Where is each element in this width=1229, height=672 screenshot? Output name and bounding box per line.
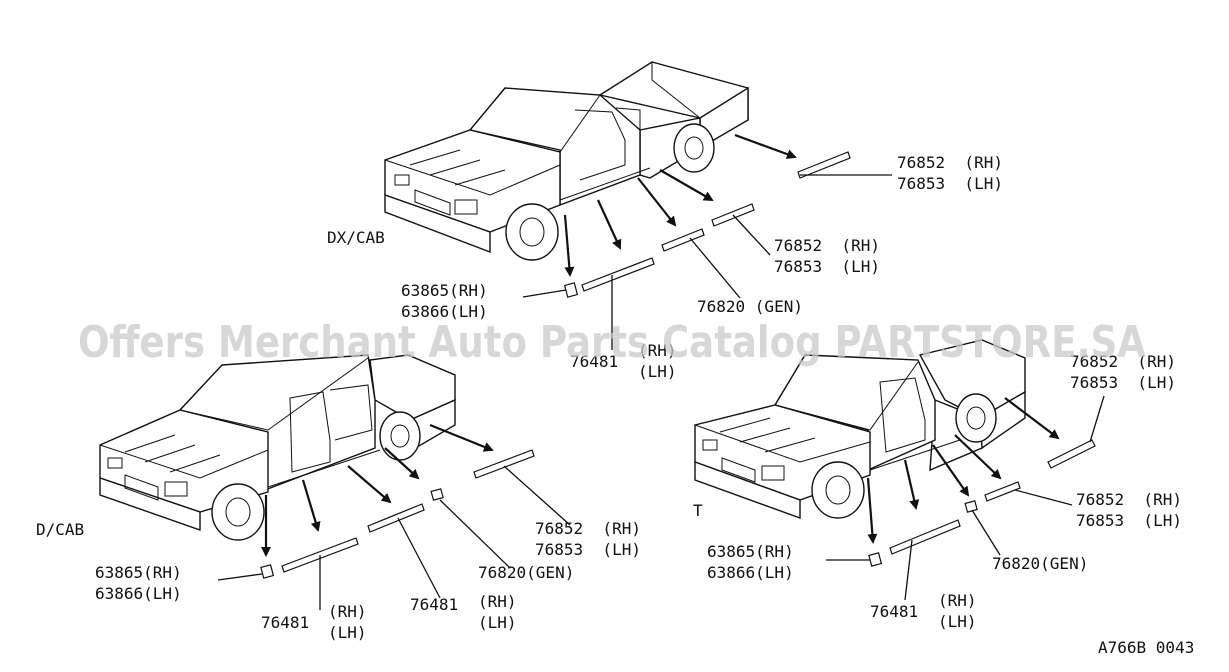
t-callouts	[826, 395, 1105, 601]
dx-cab-callouts	[522, 133, 892, 350]
t-mid-lh-label: 76853 (LH)	[1076, 511, 1182, 530]
dx-mid-rh-label: 76852 (RH)	[774, 236, 880, 255]
t-front-lh-label: (LH)	[938, 612, 977, 631]
variant-label-dx-cab: DX/CAB	[327, 228, 385, 247]
dcab-front-rh-label: (RH)	[328, 602, 367, 621]
dx-rear-lh-label: 76853 (LH)	[897, 174, 1003, 193]
dcab-clip-rh-label: 63865(RH)	[95, 563, 182, 582]
dx-mid-lh-label: 76853 (LH)	[774, 257, 880, 276]
t-gen-label: 76820(GEN)	[992, 554, 1088, 573]
truck-d-cab	[99, 354, 456, 541]
dx-clip-lh-label: 63866(LH)	[401, 302, 488, 321]
dx-front-num-label: 76481	[570, 352, 618, 371]
dcab-clip-lh-label: 63866(LH)	[95, 584, 182, 603]
t-clip-rh-label: 63865(RH)	[707, 542, 794, 561]
dcab-front-num-label: 76481	[261, 613, 309, 632]
variant-label-d-cab: D/CAB	[36, 520, 84, 539]
d-cab-callouts	[217, 423, 571, 610]
dcab-mid-lh-label: (LH)	[478, 613, 517, 632]
dx-front-lh-label: (LH)	[638, 362, 677, 381]
truck-dx-cab	[384, 61, 749, 261]
dcab-front-lh-label: (LH)	[328, 623, 367, 642]
t-front-num-label: 76481	[870, 602, 918, 621]
dx-gen-label: 76820 (GEN)	[697, 297, 803, 316]
molding-rear-part	[797, 151, 851, 179]
t-top-lh-label: 76853 (LH)	[1070, 373, 1176, 392]
dcab-rear-lh-label: 76853 (LH)	[535, 540, 641, 559]
t-top-rh-label: 76852 (RH)	[1070, 352, 1176, 371]
dx-front-rh-label: (RH)	[638, 341, 677, 360]
dcab-rear-rh-label: 76852 (RH)	[535, 519, 641, 538]
t-clip-lh-label: 63866(LH)	[707, 563, 794, 582]
dx-rear-rh-label: 76852 (RH)	[897, 153, 1003, 172]
dcab-mid-rh-label: (RH)	[478, 592, 517, 611]
dcab-gen-label: 76820(GEN)	[478, 563, 574, 582]
watermark: Offers Merchant Auto Parts Catalog PARTS…	[78, 317, 1146, 368]
t-front-rh-label: (RH)	[938, 591, 977, 610]
figure-code: A766B 0043	[1098, 638, 1194, 657]
dx-clip-rh-label: 63865(RH)	[401, 281, 488, 300]
variant-label-t: T	[693, 501, 703, 520]
t-mid-rh-label: 76852 (RH)	[1076, 490, 1182, 509]
dcab-mid-num-label: 76481	[410, 595, 458, 614]
truck-t	[694, 339, 1026, 519]
